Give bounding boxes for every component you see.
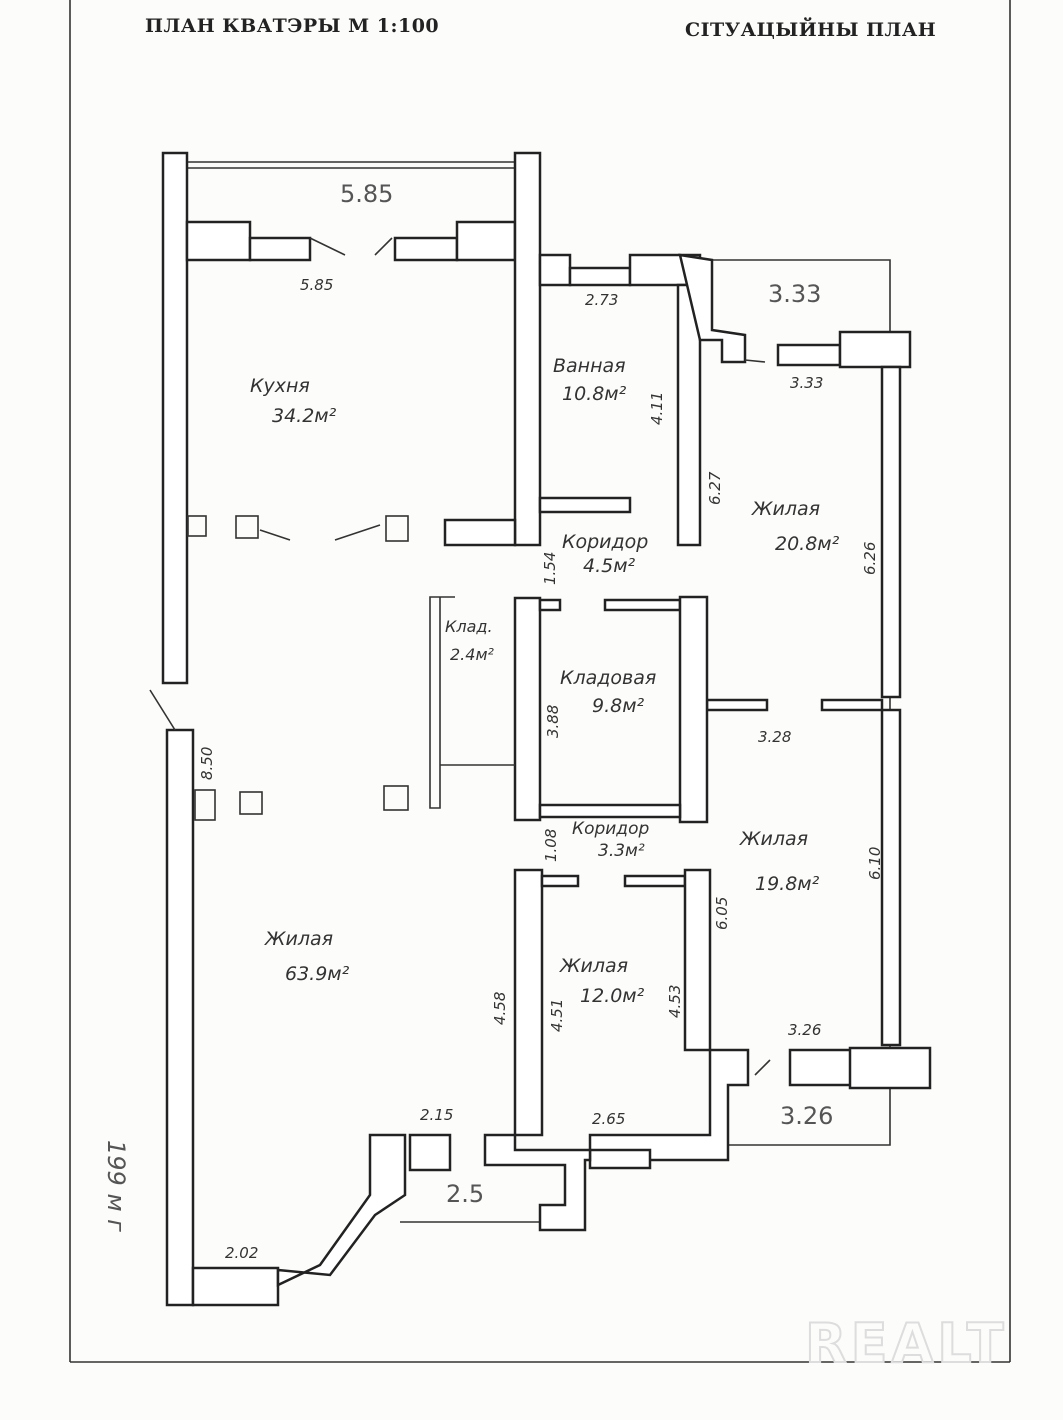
dimension: 3.26 bbox=[780, 1102, 833, 1130]
door-swing bbox=[149, 237, 771, 1076]
wall bbox=[820, 698, 884, 712]
dimension: 6.05 bbox=[713, 897, 731, 930]
dimension: 8.50 bbox=[198, 747, 216, 780]
wall bbox=[838, 330, 912, 369]
wall bbox=[513, 151, 542, 547]
situation-plan-title: СІТУАЦЫЙНЫ ПЛАН bbox=[685, 17, 936, 41]
dimension: 3.28 bbox=[758, 728, 791, 746]
wall bbox=[588, 1048, 750, 1162]
balcony-top bbox=[187, 161, 515, 169]
dimension: 2.65 bbox=[592, 1110, 625, 1128]
wall bbox=[455, 220, 517, 262]
wall bbox=[443, 518, 517, 547]
walls bbox=[149, 151, 932, 1307]
wall bbox=[538, 803, 682, 819]
column bbox=[385, 515, 409, 542]
dimension: 3.33 bbox=[790, 374, 823, 392]
room-name: Жилая bbox=[751, 498, 820, 520]
window bbox=[408, 1133, 452, 1172]
dimension: 4.11 bbox=[648, 392, 666, 425]
column bbox=[235, 515, 259, 539]
room-name: Кладовая bbox=[560, 667, 656, 689]
room-area: 9.8м² bbox=[592, 695, 645, 717]
window bbox=[393, 236, 459, 262]
wall bbox=[165, 728, 195, 1307]
dimension: 6.26 bbox=[861, 542, 879, 575]
room-name: Коридор bbox=[562, 531, 648, 553]
room-area: 63.9м² bbox=[285, 963, 350, 985]
window bbox=[776, 343, 842, 367]
plan-title: ПЛАН КВАТЭРЫ М 1:100 bbox=[145, 15, 439, 37]
wall bbox=[683, 868, 712, 1052]
room-name: Кухня bbox=[250, 375, 310, 397]
dimension: 3.26 bbox=[788, 1021, 821, 1039]
wall bbox=[678, 253, 747, 364]
dimension: 5.85 bbox=[340, 180, 393, 208]
dimension: 6.10 bbox=[866, 847, 884, 880]
column bbox=[239, 791, 263, 815]
wall bbox=[191, 1266, 280, 1307]
room-area: 2.4м² bbox=[450, 645, 495, 664]
wall bbox=[603, 598, 682, 612]
bay-window bbox=[276, 1133, 407, 1287]
column bbox=[187, 515, 207, 537]
wall bbox=[678, 595, 709, 824]
wall bbox=[538, 253, 572, 287]
room-area: 4.5м² bbox=[583, 555, 636, 577]
dimension: 5.85 bbox=[300, 276, 333, 294]
room-area: 10.8м² bbox=[562, 383, 627, 405]
side-note: 199 м г bbox=[102, 1140, 130, 1232]
room-labels: Кухня 34.2м² Ванная 10.8м² Жилая 20.8м² … bbox=[250, 355, 840, 1007]
dimensions: 5.85 5.85 2.73 4.11 3.33 3.33 6.27 6.26 … bbox=[198, 180, 884, 1262]
wall bbox=[880, 708, 902, 1047]
dimension: 2.02 bbox=[225, 1244, 258, 1262]
column bbox=[194, 789, 216, 821]
window bbox=[568, 266, 632, 287]
window bbox=[248, 236, 312, 262]
dimension: 2.73 bbox=[585, 291, 618, 309]
room-name: Коридор bbox=[572, 819, 649, 839]
wall bbox=[513, 868, 544, 1137]
room-area: 34.2м² bbox=[272, 405, 337, 427]
watermark-logo: REALT bbox=[805, 1312, 1008, 1375]
dimension: 1.08 bbox=[542, 829, 560, 862]
room-name: Жилая bbox=[559, 955, 628, 977]
wall bbox=[429, 596, 455, 809]
room-area: 3.3м² bbox=[598, 841, 645, 861]
dimension: 1.54 bbox=[541, 552, 559, 585]
dimension: 4.51 bbox=[548, 999, 566, 1032]
room-area: 19.8м² bbox=[755, 873, 820, 895]
dimension: 2.15 bbox=[420, 1106, 453, 1124]
wall bbox=[623, 874, 687, 888]
dimension: 4.53 bbox=[666, 985, 684, 1018]
room-name: Жилая bbox=[739, 828, 808, 850]
wall bbox=[538, 598, 562, 612]
wall bbox=[540, 874, 580, 888]
room-area: 12.0м² bbox=[580, 985, 645, 1007]
dimension: 4.58 bbox=[491, 992, 509, 1025]
wall bbox=[705, 698, 769, 712]
dimension: 3.33 bbox=[768, 280, 821, 308]
partition bbox=[538, 496, 632, 514]
window bbox=[588, 1148, 652, 1170]
wall bbox=[161, 151, 189, 685]
room-name: Клад. bbox=[445, 617, 493, 636]
wall bbox=[880, 365, 902, 699]
room-name: Жилая bbox=[264, 928, 333, 950]
dimension: 2.5 bbox=[446, 1180, 484, 1208]
room-name: Ванная bbox=[553, 355, 626, 377]
wall bbox=[483, 1133, 592, 1232]
room-area: 20.8м² bbox=[775, 533, 840, 555]
dimension: 6.27 bbox=[706, 471, 724, 505]
dimension: 3.88 bbox=[544, 705, 562, 738]
wall bbox=[848, 1046, 932, 1090]
wall bbox=[513, 596, 542, 822]
column bbox=[383, 785, 409, 811]
window bbox=[788, 1048, 862, 1087]
wall bbox=[185, 220, 252, 262]
